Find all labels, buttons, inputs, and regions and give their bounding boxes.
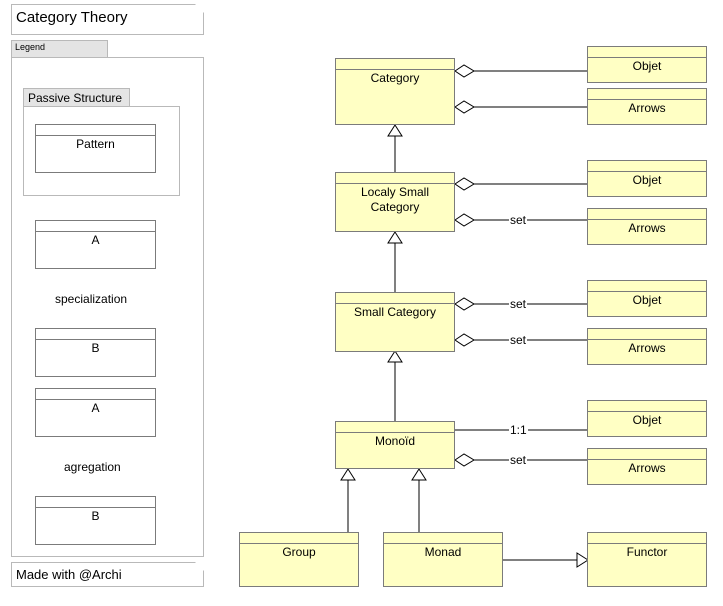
edge-label-sc-arrows: set: [509, 333, 528, 347]
node-locally-small-category-label: Localy Small Category: [360, 185, 430, 214]
legend-specialization-label: specialization: [54, 292, 129, 306]
arrowhead-ls: [387, 231, 403, 244]
edge-label-monoid-objet: 1:1: [509, 423, 528, 437]
node-arrows-4[interactable]: Arrows: [587, 448, 707, 485]
legend-b1-box[interactable]: B: [35, 328, 156, 377]
legend-a1-box[interactable]: A: [35, 220, 156, 269]
diagram-title-note[interactable]: Category Theory: [11, 4, 204, 35]
arrowhead-sc: [387, 350, 403, 363]
legend-b1-label: B: [91, 341, 100, 355]
legend-b2-label: B: [91, 509, 100, 523]
node-arrows-3[interactable]: Arrows: [587, 328, 707, 365]
legend-a2-box[interactable]: A: [35, 388, 156, 437]
footer-note[interactable]: Made with @Archi: [11, 562, 204, 587]
node-objet-4-label: Objet: [632, 413, 662, 427]
node-monoid-label: Monoïd: [374, 434, 416, 448]
node-arrows-2[interactable]: Arrows: [587, 208, 707, 245]
node-category-label: Category: [370, 71, 420, 85]
node-objet-1-label: Objet: [632, 59, 662, 73]
node-arrows-2-label: Arrows: [628, 221, 666, 235]
diagram-title: Category Theory: [16, 9, 128, 26]
arrowhead-monoid-monad: [411, 468, 427, 481]
node-monoid[interactable]: Monoïd: [335, 421, 455, 469]
legend-pattern-box[interactable]: Pattern: [35, 124, 156, 173]
footer-label: Made with @Archi: [16, 567, 122, 582]
node-arrows-3-label: Arrows: [628, 341, 666, 355]
node-functor-label: Functor: [626, 545, 668, 559]
node-functor[interactable]: Functor: [587, 532, 707, 587]
edge-label-monoid-arrows: set: [509, 453, 528, 467]
node-objet-1[interactable]: Objet: [587, 46, 707, 83]
legend-a1-label: A: [91, 233, 100, 247]
edge-label-ls-arrows: set: [509, 213, 528, 227]
node-objet-2-label: Objet: [632, 173, 662, 187]
node-monad-label: Monad: [424, 545, 462, 559]
passive-structure-tab[interactable]: Passive Structure: [23, 88, 130, 107]
node-locally-small-category[interactable]: Localy Small Category: [335, 172, 455, 232]
node-arrows-4-label: Arrows: [628, 461, 666, 475]
node-monad[interactable]: Monad: [383, 532, 503, 587]
node-objet-2[interactable]: Objet: [587, 160, 707, 197]
arrowhead-monoid-group: [340, 468, 356, 481]
node-category[interactable]: Category: [335, 58, 455, 125]
arrowhead-category: [387, 124, 403, 137]
legend-tab[interactable]: Legend: [11, 40, 108, 58]
edge-label-sc-objet: set: [509, 297, 528, 311]
node-small-category-label: Small Category: [353, 305, 437, 319]
legend-a2-label: A: [91, 401, 100, 415]
node-objet-3-label: Objet: [632, 293, 662, 307]
node-group-label: Group: [282, 545, 316, 559]
node-arrows-1[interactable]: Arrows: [587, 88, 707, 125]
legend-b2-box[interactable]: B: [35, 496, 156, 545]
node-small-category[interactable]: Small Category: [335, 292, 455, 352]
legend-agregation-label: agregation: [63, 460, 122, 474]
arrowhead-functor: [576, 552, 589, 568]
node-arrows-1-label: Arrows: [628, 101, 666, 115]
node-group[interactable]: Group: [239, 532, 359, 587]
legend-pattern-label: Pattern: [76, 137, 115, 151]
node-objet-3[interactable]: Objet: [587, 280, 707, 317]
node-objet-4[interactable]: Objet: [587, 400, 707, 437]
